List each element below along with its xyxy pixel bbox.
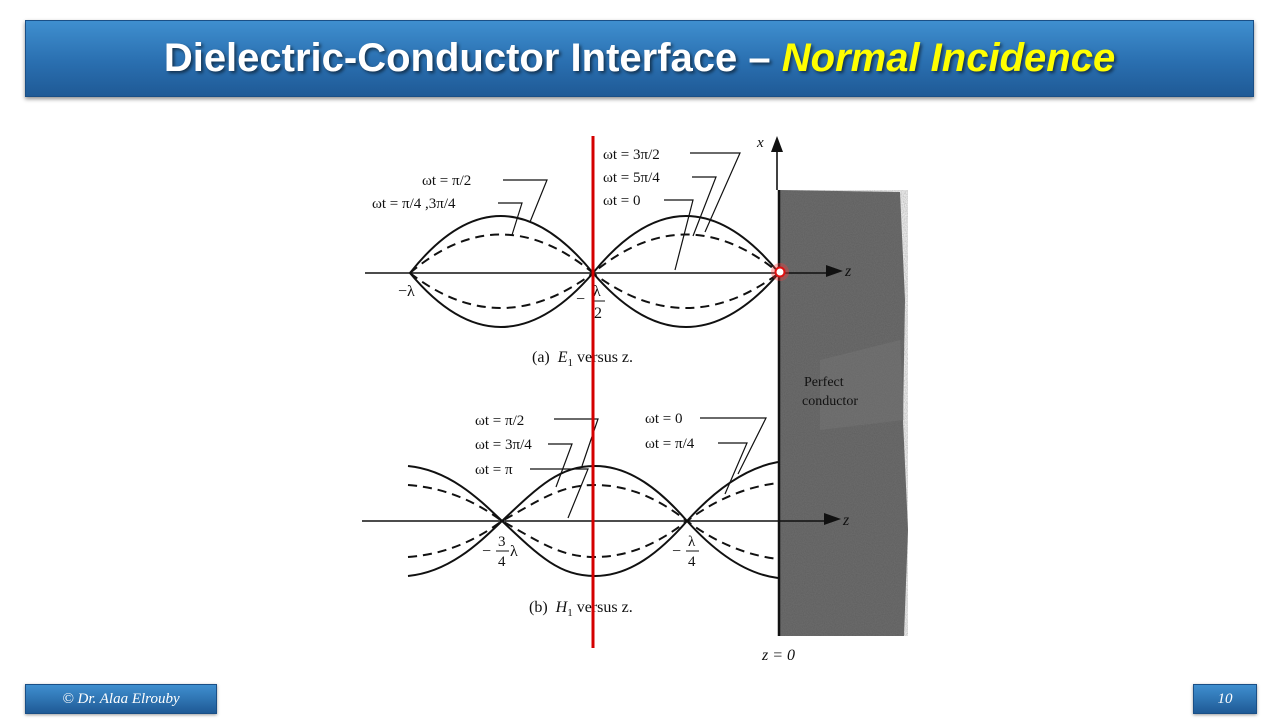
z-axis-a-label: z	[844, 263, 852, 280]
x-axis-label: x	[756, 135, 764, 151]
label-b-wt-pi-2: ωt = π/2	[475, 413, 524, 429]
label-a-wt-0: ωt = 0	[603, 193, 641, 209]
h1-curve-min	[407, 519, 779, 579]
tick-1q-den: 4	[688, 554, 696, 570]
slide-number: 10	[1193, 684, 1257, 714]
laser-pointer-dot	[774, 266, 786, 278]
tick-3q-minus: −	[482, 543, 491, 560]
z-axis-b-label: z	[842, 512, 850, 529]
tick-1q-minus: −	[672, 543, 681, 560]
conductor-label-line1: Perfect	[804, 375, 844, 390]
label-a-wt-5pi-4: ωt = 5π/4	[603, 170, 660, 186]
conductor-position-label: z = 0	[761, 647, 795, 664]
title-accent: Normal Incidence	[781, 36, 1116, 80]
tick-minus-lambda: −λ	[398, 283, 415, 300]
x-axis-arrow-icon	[771, 136, 783, 152]
label-b-wt-3pi-4: ωt = 3π/4	[475, 437, 532, 453]
tick-3q-lambda: λ	[510, 543, 518, 560]
label-b-wt-pi: ωt = π	[475, 462, 513, 478]
panel-a: z ωt = 3π/2 ωt = 5π/4 ωt = 0 ωt = π/2 ωt…	[365, 147, 852, 369]
tick-half-den: 2	[594, 305, 602, 322]
conductor-label-line2: conductor	[802, 394, 858, 409]
panel-b: z ωt = π/2 ωt = 3π/4 ωt = π ωt = 0 ωt = …	[362, 411, 850, 619]
tick-half-num: λ	[593, 283, 601, 300]
tick-3q-num: 3	[498, 534, 506, 550]
perfect-conductor	[777, 190, 908, 636]
caption-b: (b) H1 versus z.	[529, 599, 633, 619]
tick-half-minus: −	[576, 291, 585, 308]
z-axis-b-arrow-icon	[824, 513, 841, 525]
author-footer: © Dr. Alaa Elrouby	[25, 684, 217, 714]
label-a-wt-3pi-2: ωt = 3π/2	[603, 147, 660, 163]
label-b-wt-0: ωt = 0	[645, 411, 683, 427]
tick-1q-num: λ	[688, 534, 696, 550]
h1-curve-dashed-lower	[407, 519, 779, 560]
caption-a: (a) E1 versus z.	[532, 349, 633, 369]
label-a-wt-pi-2: ωt = π/2	[422, 173, 471, 189]
slide-title-bar: Dielectric-Conductor Interface – Normal …	[25, 20, 1254, 97]
z-axis-a-arrow-icon	[826, 265, 843, 277]
label-a-wt-pi-4: ωt = π/4 ,3π/4	[372, 196, 456, 212]
tick-3q-den: 4	[498, 554, 506, 570]
h1-curve-dashed-upper	[407, 482, 779, 523]
h1-curve-max	[407, 461, 779, 523]
title-main: Dielectric-Conductor Interface –	[163, 36, 782, 80]
label-b-wt-pi-4: ωt = π/4	[645, 436, 695, 452]
slide-title: Dielectric-Conductor Interface – Normal …	[164, 36, 1115, 81]
